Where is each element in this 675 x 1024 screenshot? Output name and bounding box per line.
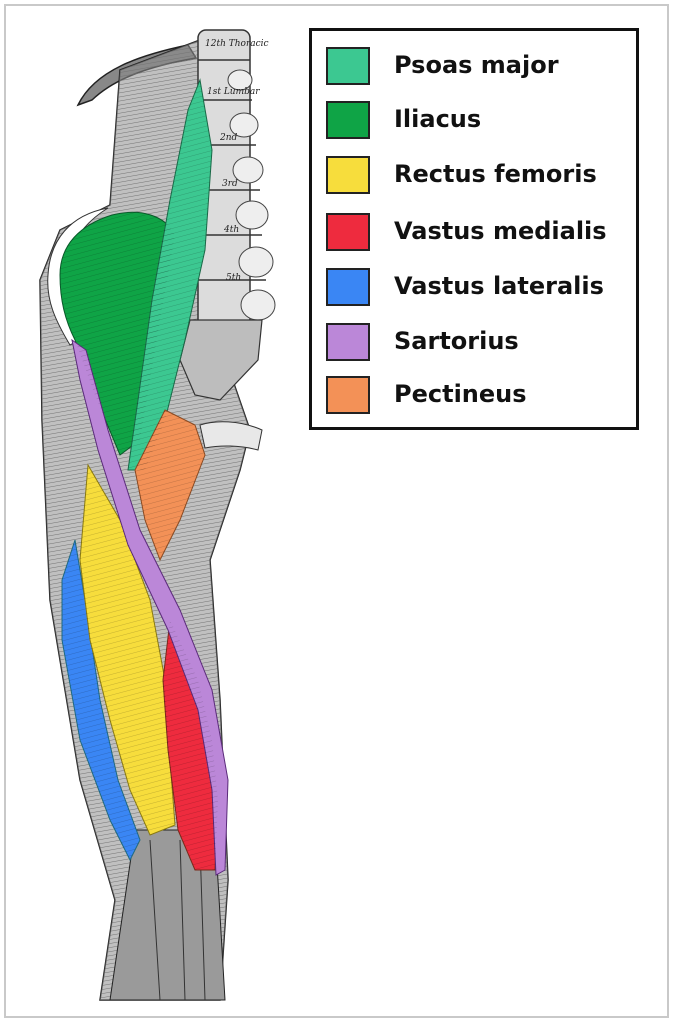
vertebra-label-l5: 5th	[226, 273, 241, 283]
legend-item-pectineus: Pectineus	[326, 376, 626, 416]
legend-label: Rectus femoris	[394, 160, 597, 188]
vertebra-label-l4: 4th	[223, 225, 239, 235]
vertebral-column: 12th Thoracic 1st Lumbar 2nd 3rd 4th 5th	[179, 29, 276, 451]
legend-swatch	[326, 213, 370, 251]
legend-swatch	[326, 101, 370, 139]
legend-swatch	[326, 323, 370, 361]
legend-item-psoas-major: Psoas major	[326, 47, 626, 87]
legend-item-vastus-lateralis: Vastus lateralis	[326, 268, 626, 308]
vertebra-label-t12: 12th Thoracic	[205, 39, 269, 49]
legend-label: Pectineus	[394, 380, 527, 408]
vertebra-label-l1: 1st Lumbar	[207, 87, 260, 97]
legend-swatch	[326, 376, 370, 414]
legend-swatch	[326, 268, 370, 306]
legend-label: Iliacus	[394, 105, 482, 133]
legend-label: Sartorius	[394, 327, 519, 355]
legend-item-iliacus: Iliacus	[326, 101, 626, 141]
legend-item-sartorius: Sartorius	[326, 323, 626, 363]
vertebra-label-l2: 2nd	[219, 133, 238, 143]
legend-item-rectus-femoris: Rectus femoris	[326, 156, 626, 196]
image-border	[4, 4, 669, 1018]
legend-item-vastus-medialis: Vastus medialis	[326, 213, 626, 253]
muscle-sartorius	[71, 338, 229, 876]
legend-label: Psoas major	[394, 51, 559, 79]
muscles	[59, 78, 229, 876]
legend-label: Vastus lateralis	[394, 272, 604, 300]
legend: Psoas major Iliacus Rectus femoris Vastu…	[309, 28, 639, 430]
legend-swatch	[326, 156, 370, 194]
legend-swatch	[326, 47, 370, 85]
vertebra-label-l3: 3rd	[222, 179, 238, 189]
legend-label: Vastus medialis	[394, 217, 607, 245]
